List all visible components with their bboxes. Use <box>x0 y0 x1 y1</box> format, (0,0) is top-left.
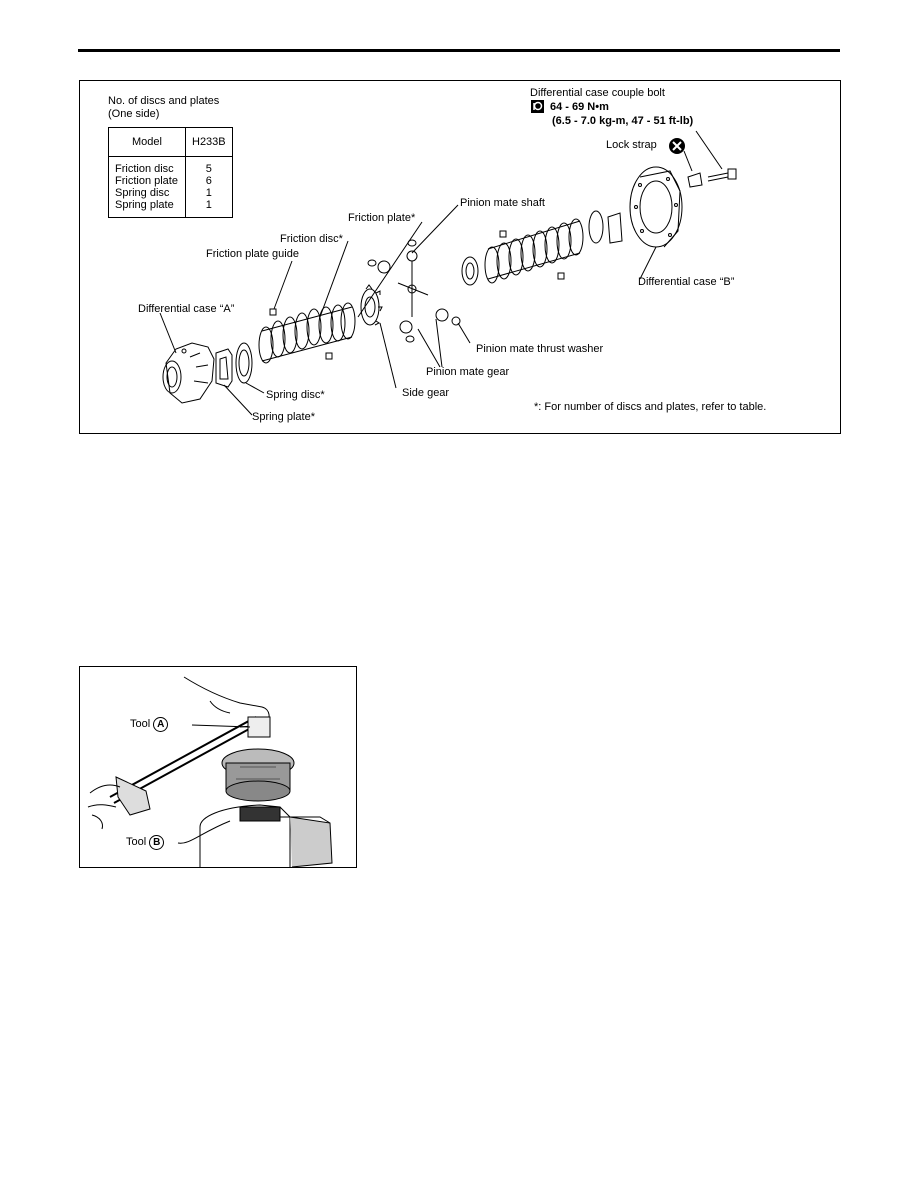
table-items-cell: Friction disc Friction plate Spring disc… <box>108 156 186 218</box>
table-item: Spring disc <box>115 187 170 199</box>
differential-case-a-part <box>162 342 215 404</box>
table-header-h233b: H233B <box>185 127 233 157</box>
table-qty-cell: 5 6 1 1 <box>185 156 233 218</box>
table-title-line1: No. of discs and plates <box>108 95 220 107</box>
table-qty: 5 <box>205 163 212 175</box>
exploded-diagram-figure: No. of discs and plates (One side) Model… <box>79 80 841 434</box>
tool-usage-drawing <box>87 676 333 867</box>
label-differential-case-b: Differential case “B” <box>638 276 735 288</box>
differential-case-b-part <box>629 166 683 248</box>
spring-plate-part <box>215 348 233 388</box>
label-spring-plate: Spring plate* <box>252 411 315 423</box>
tool-a-label: Tool A <box>130 717 169 732</box>
label-pinion-mate-thrust-washer: Pinion mate thrust washer <box>476 343 604 355</box>
label-friction-disc: Friction disc* <box>280 233 343 245</box>
tool-usage-figure: Tool A Tool B <box>79 666 357 868</box>
table-item: Spring plate <box>115 199 174 211</box>
tool-a-circle-icon: A <box>153 717 169 732</box>
label-spring-disc: Spring disc* <box>266 389 325 401</box>
table-item: Friction plate <box>115 175 178 187</box>
label-footnote: *: For number of discs and plates, refer… <box>534 401 767 413</box>
friction-stack-b-part <box>484 218 584 284</box>
pinion-mate-shaft-part <box>397 261 429 317</box>
tool-b-label: Tool B <box>126 835 165 850</box>
lock-strap-part <box>687 172 703 188</box>
tool-b-circle-icon: B <box>149 835 165 850</box>
label-pinion-mate-gear: Pinion mate gear <box>426 366 510 378</box>
spring-disc-part <box>235 342 253 384</box>
label-torque-alt: (6.5 - 7.0 kg-m, 47 - 51 ft-lb) <box>552 115 694 127</box>
label-torque-nm: 64 - 69 N•m <box>550 101 609 113</box>
couple-bolt-part <box>707 172 729 182</box>
label-pinion-mate-shaft: Pinion mate shaft <box>460 197 545 209</box>
label-side-gear: Side gear <box>402 387 450 399</box>
friction-plate-guide-part <box>269 308 277 316</box>
pinion-mate-thrust-washer-part <box>451 316 461 326</box>
label-differential-case-a: Differential case “A” <box>138 303 235 315</box>
discs-plates-table: Model H233B Friction disc Friction plate… <box>108 127 233 218</box>
side-gear-part <box>360 284 383 326</box>
label-friction-plate-guide: Friction plate guide <box>206 248 299 260</box>
table-qty: 1 <box>205 199 212 211</box>
friction-stack-a-part <box>258 302 356 364</box>
table-qty: 1 <box>205 187 212 199</box>
table-title-line2: (One side) <box>108 108 160 120</box>
label-couple-bolt: Differential case couple bolt <box>530 87 665 99</box>
table-header-model: Model <box>108 127 186 157</box>
pinion-mate-gear-part <box>377 260 391 274</box>
table-qty: 6 <box>205 175 212 187</box>
header-rule <box>78 49 840 52</box>
exploded-diagram-drawing <box>159 130 737 416</box>
label-lock-strap: Lock strap <box>606 139 657 151</box>
table-item: Friction disc <box>115 163 174 175</box>
label-friction-plate: Friction plate* <box>348 212 416 224</box>
